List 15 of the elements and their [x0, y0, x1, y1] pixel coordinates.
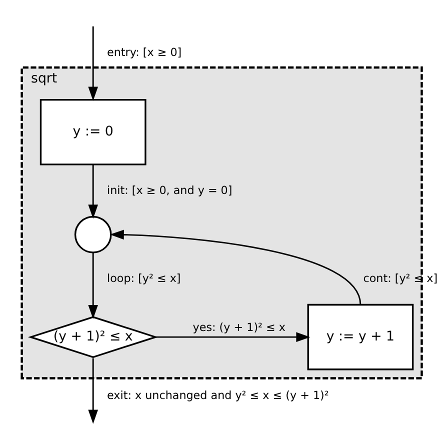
arrow — [88, 164, 98, 219]
node-box: y := 0 — [40, 98, 146, 166]
edge-label: loop: [y² ≤ x] — [107, 272, 181, 285]
arrow — [88, 358, 98, 424]
arrow — [110, 230, 362, 305]
node-box: y := y + 1 — [307, 304, 414, 370]
arrow — [88, 26, 98, 101]
edge-label: exit: x unchanged and y² ≤ x ≤ (y + 1)² — [107, 388, 329, 402]
node-circle — [74, 216, 112, 254]
arrow — [88, 252, 98, 319]
node-diamond: (y + 1)² ≤ x — [28, 316, 158, 358]
edge-label: entry: [x ≥ 0] — [107, 46, 182, 59]
edge-label: yes: (y + 1)² ≤ x — [192, 320, 286, 334]
arrow — [156, 332, 310, 342]
edge-label: init: [x ≥ 0, and y = 0] — [107, 184, 232, 197]
